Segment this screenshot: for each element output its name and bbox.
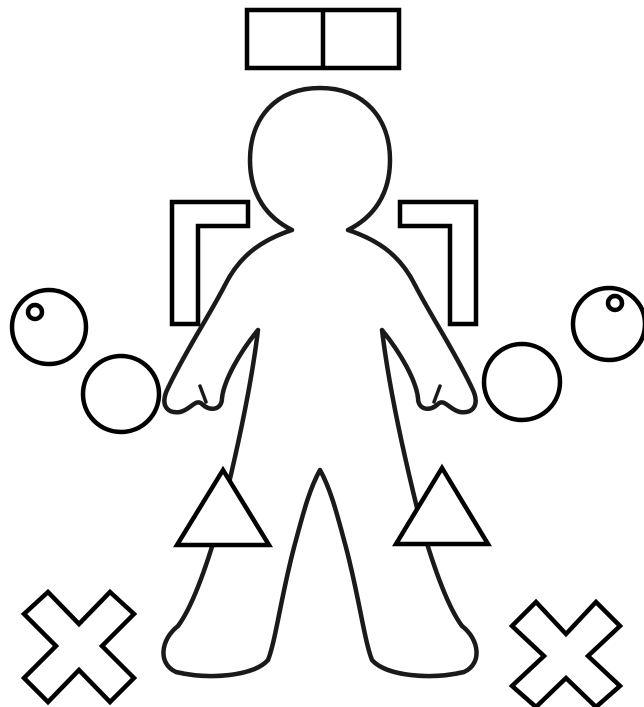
right-foot-x-cross [512,602,620,707]
right-hand-circle [484,344,560,420]
person-outline [163,88,476,676]
right-eye-circle [573,288,644,360]
left-foot-x-cross [24,592,134,702]
head-double-rectangle [247,10,399,68]
left-hand-circle [83,356,159,432]
left-eye-circle [12,290,86,364]
